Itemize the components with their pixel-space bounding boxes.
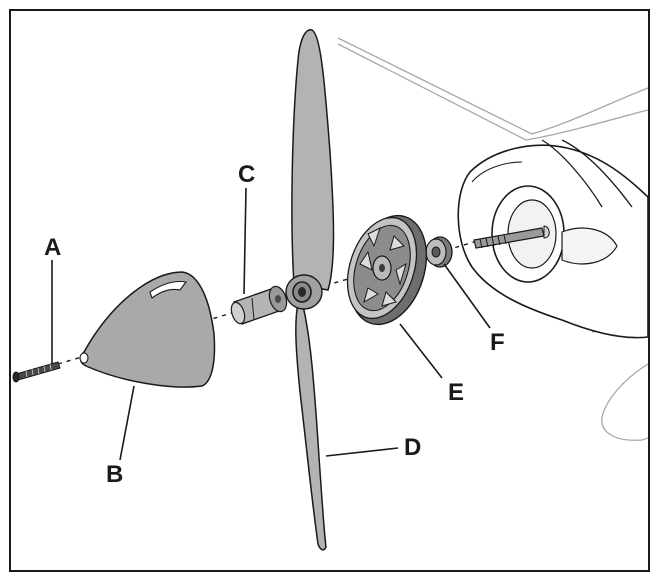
- label-c: C: [238, 161, 255, 188]
- motor-shaft: [473, 225, 550, 249]
- spinner-screw: [12, 361, 61, 383]
- spinner-cone: [79, 271, 216, 388]
- leader-lines: [51, 187, 491, 461]
- propeller: [285, 29, 335, 551]
- label-f: F: [490, 329, 505, 356]
- label-b: B: [106, 461, 123, 488]
- label-e: E: [448, 379, 464, 406]
- propeller-assembly-diagram: A B C D E F: [12, 29, 648, 551]
- diagram-frame: A B C D E F: [9, 9, 650, 572]
- prop-adapter: [230, 285, 288, 325]
- label-d: D: [404, 434, 421, 461]
- spinner-backplate: [346, 214, 428, 326]
- collet-nut: [425, 236, 453, 268]
- label-a: A: [44, 234, 61, 261]
